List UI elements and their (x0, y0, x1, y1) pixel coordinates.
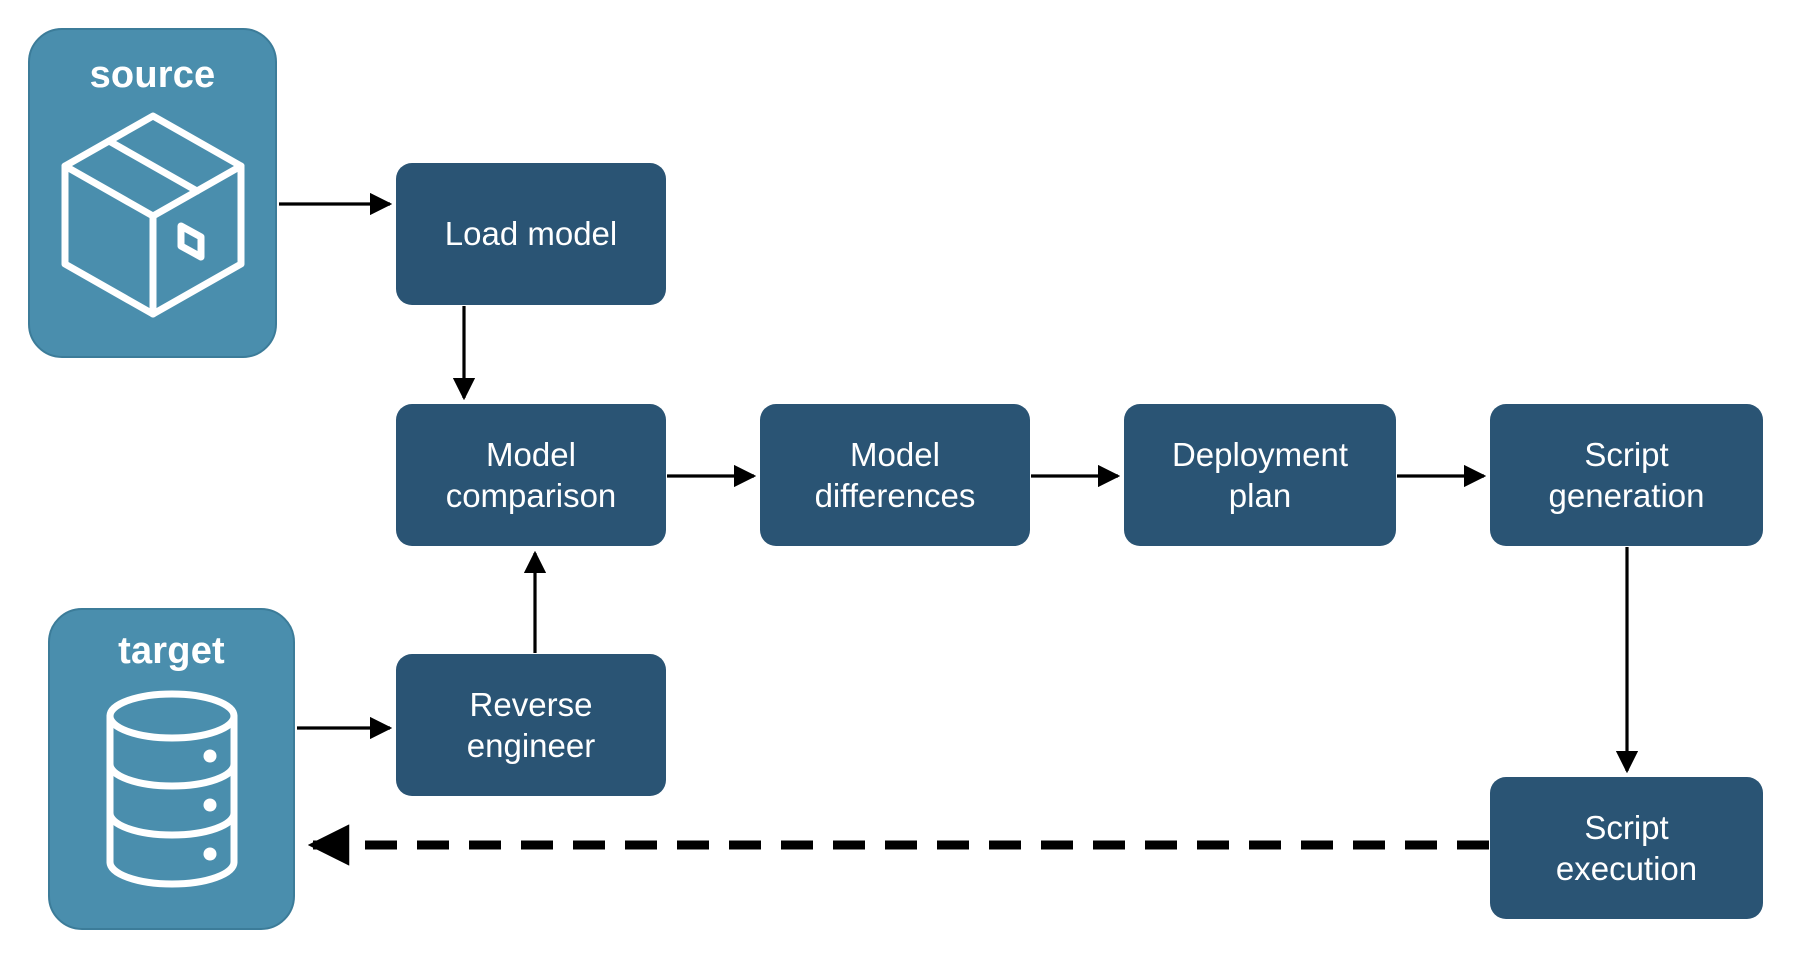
package-box-icon (61, 112, 244, 318)
node-deployment-plan[interactable]: Deployment plan (1124, 404, 1396, 546)
node-reverse-engineer[interactable]: Reverse engineer (396, 654, 666, 796)
endpoint-card-source[interactable]: source (28, 28, 277, 358)
endpoint-card-target[interactable]: target (48, 608, 295, 930)
endpoint-title-source: source (89, 54, 216, 96)
database-cylinder-icon (106, 690, 237, 888)
node-model-comparison[interactable]: Model comparison (396, 404, 666, 546)
node-model-differences[interactable]: Model differences (760, 404, 1030, 546)
node-load-model[interactable]: Load model (396, 163, 666, 305)
endpoint-title-target: target (118, 630, 225, 672)
node-script-generation[interactable]: Script generation (1490, 404, 1763, 546)
node-script-execution[interactable]: Script execution (1490, 777, 1763, 919)
